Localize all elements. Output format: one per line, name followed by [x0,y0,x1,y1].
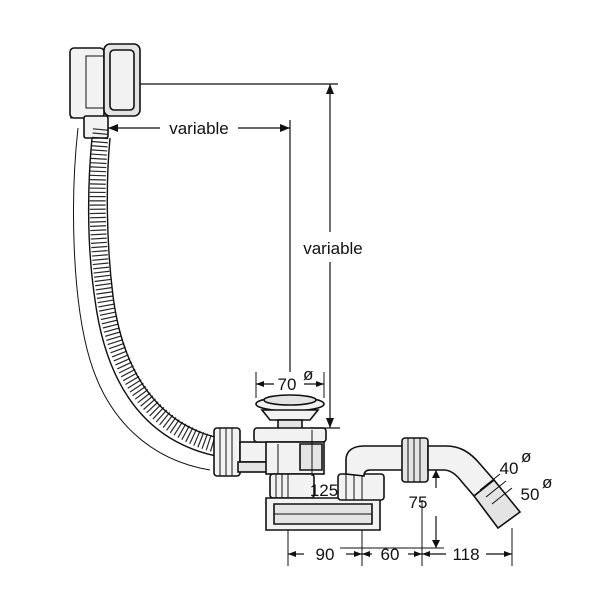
label-outlet-diameter: 50 [521,485,540,504]
trap-body [265,473,385,531]
label-dim-c: 118 [452,545,479,564]
label-outlet-height: 75 [409,493,428,512]
label-outlet-diameter-symbol: ø [542,473,552,492]
label-dim-b: 60 [381,545,400,564]
label-drain-diameter-symbol: ø [303,365,313,384]
overflow-head [69,43,141,139]
hose-connector [213,427,281,477]
label-dim-a: 90 [316,545,335,564]
dimension-lines [108,83,513,566]
label-trap-height: 125 [310,481,338,500]
flexible-hose [73,127,240,471]
outlet-bend [345,437,522,530]
label-drain-diameter: 70 [278,375,297,394]
label-top-width: variable [169,119,229,138]
label-waste-diameter: 40 [500,459,519,478]
drain-plug [253,394,327,475]
label-waste-diameter-symbol: ø [521,447,531,466]
label-height: variable [303,239,363,258]
